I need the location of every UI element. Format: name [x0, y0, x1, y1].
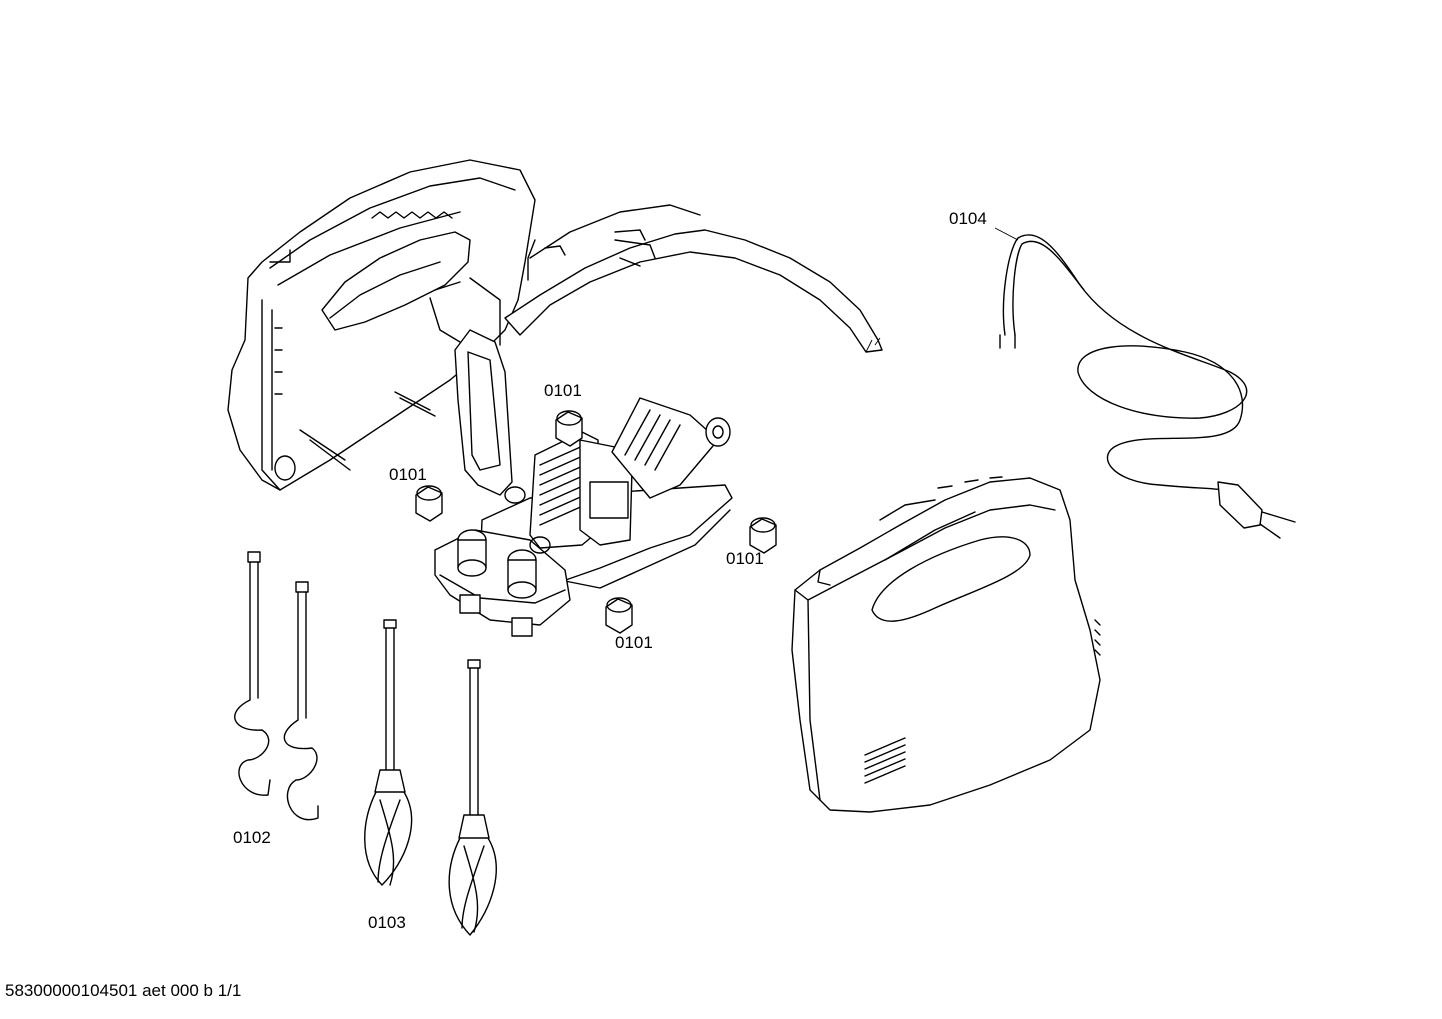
document-id: 58300000104501 aet 000 b 1/1 — [5, 981, 242, 1000]
label-0103: 0103 — [368, 913, 406, 932]
label-0101-left: 0101 — [389, 465, 427, 484]
leader-line-0104 — [994, 227, 1019, 241]
power-cord — [999, 234, 1296, 539]
beater-2 — [448, 659, 497, 936]
beater-1 — [364, 619, 413, 886]
front-housing — [791, 476, 1101, 813]
sleeve-top — [555, 410, 583, 447]
label-0101-bottom: 0101 — [615, 633, 653, 652]
sleeve-bottom — [605, 597, 633, 634]
label-0102: 0102 — [233, 828, 271, 847]
motor-assembly — [434, 397, 733, 637]
label-0101-right: 0101 — [726, 549, 764, 568]
sleeve-left — [415, 485, 443, 522]
dough-hook-2 — [283, 581, 319, 821]
top-cover-strip — [504, 204, 883, 353]
rear-housing-shell — [227, 159, 536, 491]
label-0104: 0104 — [949, 209, 987, 228]
ejector-rod — [454, 329, 513, 496]
dough-hook-1 — [234, 551, 271, 796]
label-0101-top: 0101 — [544, 381, 582, 400]
sleeve-right — [749, 517, 777, 554]
